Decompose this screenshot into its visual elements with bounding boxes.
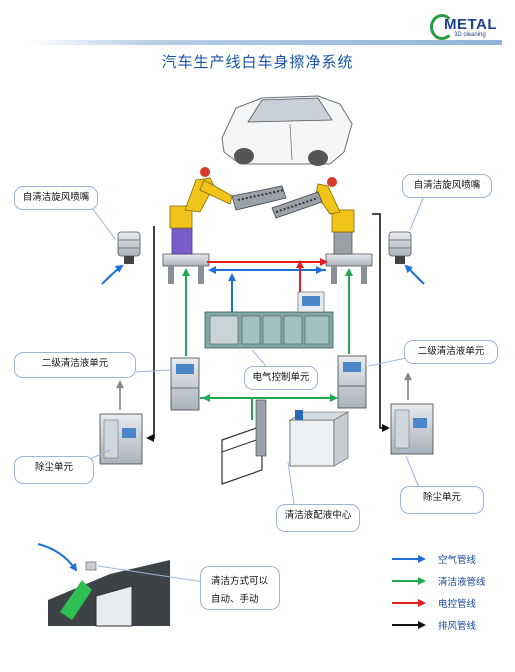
legend-electrical-line: 电控管线: [438, 599, 477, 610]
page-title: 汽车生产线白车身擦净系统: [161, 53, 354, 71]
logo-tagline: 3D cleaning: [454, 32, 486, 38]
legend-air-line: 空气管线: [438, 555, 477, 566]
right-dust-unit-icon: [390, 403, 434, 455]
legend-arrows: [392, 555, 426, 629]
car-body-icon: [221, 95, 353, 166]
logo-mark-icon: [430, 14, 454, 40]
left-nozzle-icon: [117, 231, 141, 264]
right-nozzle-icon: [388, 231, 412, 264]
right-robot-icon: [271, 177, 373, 284]
left-secondary-unit-icon: [170, 357, 200, 411]
legend-exhaust-line: 排风管线: [438, 621, 477, 632]
callout-dust-left: 除尘单元: [14, 456, 94, 484]
callout-nozzle-right: 自清洁旋风喷嘴: [402, 174, 492, 198]
pipe-network: [37, 213, 425, 572]
company-logo: METAL 3D cleaning: [430, 14, 502, 40]
right-secondary-unit-icon: [337, 355, 367, 409]
callout-secondary-right: 二级清洁液单元: [404, 340, 498, 364]
callout-nozzle-left: 自清洁旋风喷嘴: [14, 186, 98, 210]
dispensing-center-icon: [221, 399, 350, 485]
control-cabinet-icon: [204, 291, 334, 349]
callout-dispensing-center: 清洁液配液中心: [276, 504, 360, 532]
callout-cleaning-mode: 清洁方式可以 自动、手动: [200, 566, 280, 610]
left-dust-unit-icon: [99, 413, 143, 465]
cleaning-mode-line-2: 自动、手动: [211, 594, 259, 605]
callout-control-unit: 电气控制单元: [244, 366, 318, 390]
header-bar: [28, 40, 502, 45]
callout-dust-right: 除尘单元: [400, 486, 484, 514]
callout-secondary-left: 二级清洁液单元: [14, 352, 136, 378]
left-robot-icon: [162, 167, 287, 284]
logo-name: METAL: [444, 16, 498, 33]
cleaning-mode-line-1: 清洁方式可以: [211, 576, 269, 587]
legend-cleaning-fluid-line: 清洁液管线: [438, 577, 486, 588]
conveyor-icon: [48, 560, 170, 627]
callout-leaders: [87, 195, 425, 583]
